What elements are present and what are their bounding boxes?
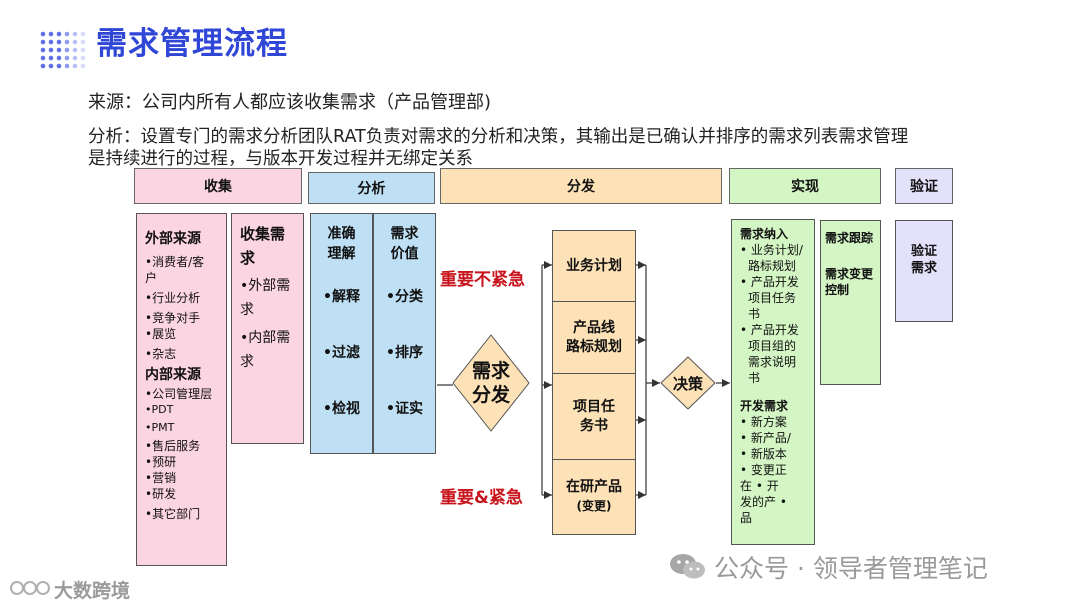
needs-included-title: 需求纳入 [740,227,789,241]
in-dev-product-box: 在研产品 (变更) [552,459,636,535]
decorative-dots-icon [40,31,86,69]
distribute-diamond [452,334,530,432]
header-verify: 验证 [895,168,953,204]
verify-box: 验证 需求 [895,220,953,322]
source-text: 来源：公司内所有人都应该收集需求（产品管理部) [88,92,492,113]
implement-tracking-box: 需求跟踪 需求变更 控制 [820,220,881,385]
gather-needs-box: 收集需 求 •外部需 求 •内部需 求 [231,213,304,444]
collect-sources-box: 外部来源 •消费者/客 户 •行业分析 •竞争对手 •展览 •杂志 内部来源 •… [136,213,227,566]
roadmap-box: 产品线 路标规划 [552,301,636,374]
header-distribute: 分发 [440,168,722,204]
header-analyze: 分析 [308,172,435,204]
distribute-diamond-label: 需求 分发 [471,360,510,406]
page-title: 需求管理流程 [96,26,288,62]
analysis-text: 分析：设置专门的需求分析团队RAT负责对需求的分析和决策，其输出是已确认并排序的… [88,127,909,169]
label-important-not-urgent: 重要不紧急 [440,270,525,290]
wechat-icon [670,554,705,579]
internal-sources-title: 内部来源 [145,367,201,383]
external-sources-title: 外部来源 [145,231,201,247]
dev-needs-title: 开发需求 [740,399,789,413]
implement-include-box: 需求纳入 • 业务计划/ 路标规划 • 产品开发 项目任务 书 • 产品开发 项… [731,219,815,545]
business-plan-box: 业务计划 [552,230,636,302]
left-watermark-logo-icon [10,581,50,595]
header-collect: 收集 [134,168,302,204]
decision-diamond [660,356,716,410]
analyze-understand-box: 准确 理解 •解释 •过滤 •检视 [310,213,373,454]
decision-label: 决策 [672,375,703,393]
right-watermark-text: 公众号 · 领导者管理笔记 [714,554,988,583]
project-charter-box: 项目任 务书 [552,373,636,460]
label-important-urgent: 重要&紧急 [440,488,523,508]
header-implement: 实现 [729,168,881,204]
left-watermark-text: 大数跨境 [54,580,131,602]
analyze-value-box: 需求 价值 •分类 •排序 •证实 [373,213,436,454]
